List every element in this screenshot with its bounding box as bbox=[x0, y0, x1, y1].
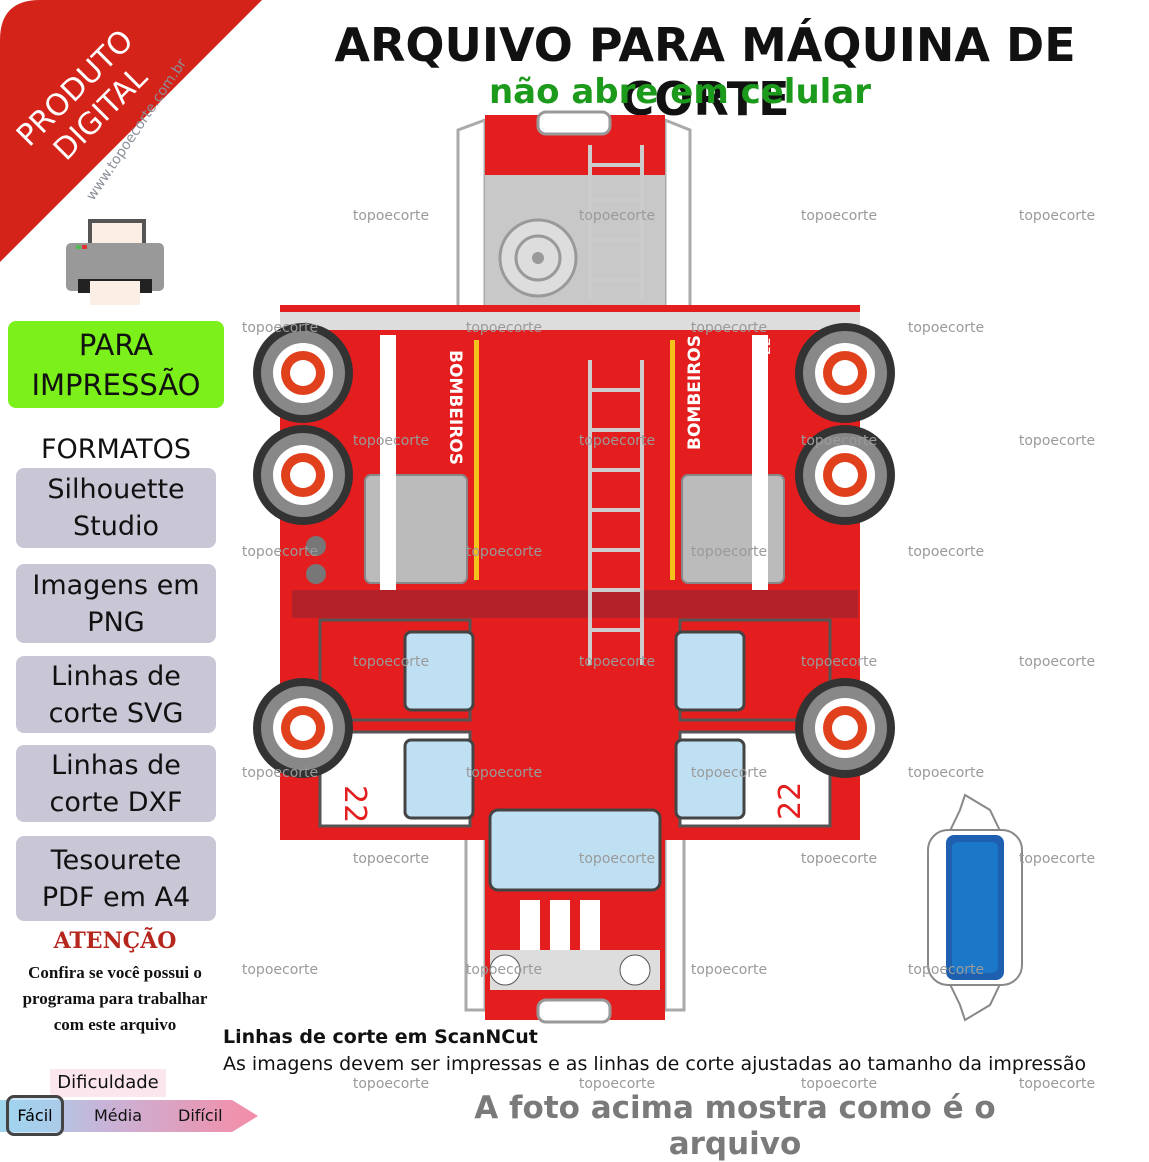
wheel-icon bbox=[795, 323, 895, 423]
side-text-left: BOMBEIROS bbox=[445, 350, 465, 465]
wheel-icon bbox=[253, 678, 353, 778]
scan-text: As imagens devem ser impressas e as linh… bbox=[223, 1053, 1087, 1075]
watermark-text: topoecorte bbox=[241, 320, 319, 336]
format-pdf: Tesourete PDF em A4 bbox=[16, 836, 216, 921]
watermark-text: topoecorte bbox=[241, 765, 319, 781]
watermark-text: topoecorte bbox=[907, 544, 985, 560]
watermark-text: topoecorte bbox=[352, 433, 430, 449]
difficulty-label: Dificuldade bbox=[50, 1069, 166, 1097]
watermark-text: topoecorte bbox=[690, 962, 768, 978]
page-title: ARQUIVO PARA MÁQUINA DE CORTE bbox=[334, 18, 1076, 126]
watermark-text: topoecorte bbox=[352, 654, 430, 670]
wheel-icon bbox=[795, 678, 895, 778]
format-svg: Linhas de corte SVG bbox=[16, 656, 216, 733]
watermark-text: topoecorte bbox=[800, 208, 878, 224]
watermark-text: topoecorte bbox=[1018, 1076, 1096, 1092]
watermark-text: topoecorte bbox=[578, 654, 656, 670]
watermark-text: topoecorte bbox=[241, 962, 319, 978]
watermark-text: topoecorte bbox=[578, 851, 656, 867]
watermark-text: topoecorte bbox=[578, 433, 656, 449]
watermark-text: topoecorte bbox=[1018, 208, 1096, 224]
produto-digital-badge: PRODUTO DIGITAL www.topoecorte.com.br bbox=[0, 0, 262, 262]
format-png: Imagens em PNG bbox=[16, 564, 216, 643]
watermark-text: topoecorte bbox=[907, 962, 985, 978]
fire-truck-template: BOMBEIROS BOMBEIROS 22 22 22 22 bbox=[253, 110, 895, 1024]
door-number-right: 22 bbox=[773, 782, 808, 820]
watermark-text: topoecorte bbox=[241, 544, 319, 560]
attention-title: ATENÇÃO bbox=[53, 928, 177, 954]
wheel-icon bbox=[253, 323, 353, 423]
watermark-text: topoecorte bbox=[800, 433, 878, 449]
watermark-text: topoecorte bbox=[800, 1076, 878, 1092]
wheel-icon bbox=[253, 425, 353, 525]
level-dificil: Difícil bbox=[178, 1106, 223, 1125]
watermark-text: topoecorte bbox=[690, 765, 768, 781]
watermark-text: topoecorte bbox=[1018, 654, 1096, 670]
watermark-text: topoecorte bbox=[465, 320, 543, 336]
door-number-left: 22 bbox=[337, 785, 372, 823]
watermark-text: topoecorte bbox=[352, 851, 430, 867]
scan-title: Linhas de corte em ScanNCut bbox=[223, 1026, 538, 1048]
format-dxf: Linhas de corte DXF bbox=[16, 745, 216, 822]
watermark-text: topoecorte bbox=[907, 320, 985, 336]
number-left: 22 bbox=[376, 340, 392, 358]
watermark-text: topoecorte bbox=[352, 1076, 430, 1092]
level-facil-selected: Fácil bbox=[6, 1095, 64, 1136]
watermark-text: topoecorte bbox=[578, 208, 656, 224]
watermark-text: topoecorte bbox=[800, 654, 878, 670]
photo-note: A foto acima mostra como é o arquivo bbox=[474, 1090, 996, 1162]
watermark-text: topoecorte bbox=[1018, 851, 1096, 867]
watermark-text: topoecorte bbox=[465, 544, 543, 560]
number-right: 22 bbox=[758, 337, 774, 355]
side-text-right: BOMBEIROS bbox=[685, 335, 705, 450]
watermark-text: topoecorte bbox=[800, 851, 878, 867]
format-silhouette: Silhouette Studio bbox=[16, 468, 216, 548]
attention-text: Confira se você possui o programa para t… bbox=[22, 963, 208, 1034]
formats-heading: FORMATOS bbox=[40, 434, 192, 465]
printer-icon bbox=[66, 219, 164, 305]
page-subtitle: não abre em celular bbox=[488, 72, 872, 112]
watermark-text: topoecorte bbox=[578, 1076, 656, 1092]
watermark-text: topoecorte bbox=[690, 320, 768, 336]
watermark-text: topoecorte bbox=[352, 208, 430, 224]
level-media: Média bbox=[94, 1106, 143, 1125]
watermark-text: topoecorte bbox=[465, 962, 543, 978]
print-badge: PARA IMPRESSÃO bbox=[8, 321, 224, 408]
candy-box-template bbox=[927, 793, 1023, 1022]
watermark-text: topoecorte bbox=[907, 765, 985, 781]
watermark-text: topoecorte bbox=[690, 544, 768, 560]
wheel-icon bbox=[795, 425, 895, 525]
watermark-text: topoecorte bbox=[465, 765, 543, 781]
watermark-text: topoecorte bbox=[1018, 433, 1096, 449]
